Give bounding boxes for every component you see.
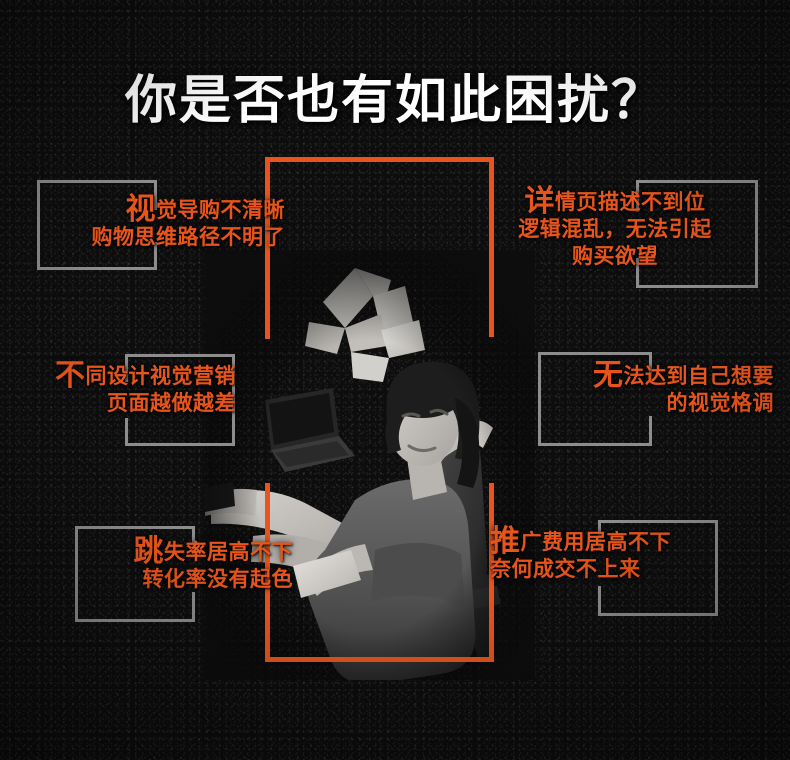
- callout-line: 无法达到自己想要: [554, 361, 774, 391]
- callout-line: 不同设计视觉营销: [14, 361, 236, 391]
- center-frame-top: [265, 157, 494, 162]
- callout-line: 购物思维路径不明了: [91, 224, 285, 249]
- callout-line: 跳失率居高不下: [78, 537, 293, 567]
- callout-visual-style: 无法达到自己想要 的视觉格调: [554, 361, 774, 416]
- callout-line: 购买欲望: [572, 243, 658, 268]
- callout-line: 的视觉格调: [666, 390, 774, 415]
- callout-line-text: 情页描述不到位: [555, 189, 706, 214]
- callout-lead-char: 跳: [133, 534, 164, 569]
- callout-lead-char: 不: [55, 358, 86, 393]
- callout-line: 视觉导购不清晰: [30, 195, 285, 225]
- callout-line-text: 法达到自己想要: [623, 363, 774, 388]
- callout-visual-guidance: 视觉导购不清晰 购物思维路径不明了: [30, 195, 285, 250]
- callout-line-text: 同设计视觉营销: [85, 363, 236, 388]
- callout-line: 奈何成交不上来: [490, 556, 641, 581]
- callout-detail-page: 详情页描述不到位 逻辑混乱，无法引起 购买欲望: [485, 187, 745, 269]
- center-frame-bottom: [265, 657, 494, 662]
- callout-lead-char: 视: [125, 192, 156, 227]
- callout-line-text: 广费用居高不下: [520, 529, 671, 554]
- callout-line-text: 觉导购不清晰: [156, 197, 285, 222]
- callout-line-text: 失率居高不下: [164, 539, 293, 564]
- callout-line: 逻辑混乱，无法引起: [518, 216, 712, 241]
- callout-line: 推广费用居高不下: [490, 527, 710, 557]
- callout-lead-char: 推: [490, 524, 521, 559]
- poster-title: 你是否也有如此困扰？: [124, 70, 665, 131]
- callout-inconsistent-design: 不同设计视觉营销 页面越做越差: [14, 361, 236, 416]
- callout-ad-cost: 推广费用居高不下 奈何成交不上来: [490, 527, 710, 582]
- callout-line: 页面越做越差: [107, 390, 236, 415]
- hero-photo: [205, 250, 535, 680]
- callout-lead-char: 无: [593, 358, 624, 393]
- callout-lead-char: 详: [524, 184, 555, 219]
- callout-line: 转化率没有起色: [142, 566, 293, 591]
- callout-line: 详情页描述不到位: [485, 187, 745, 217]
- callout-bounce-rate: 跳失率居高不下 转化率没有起色: [78, 537, 293, 592]
